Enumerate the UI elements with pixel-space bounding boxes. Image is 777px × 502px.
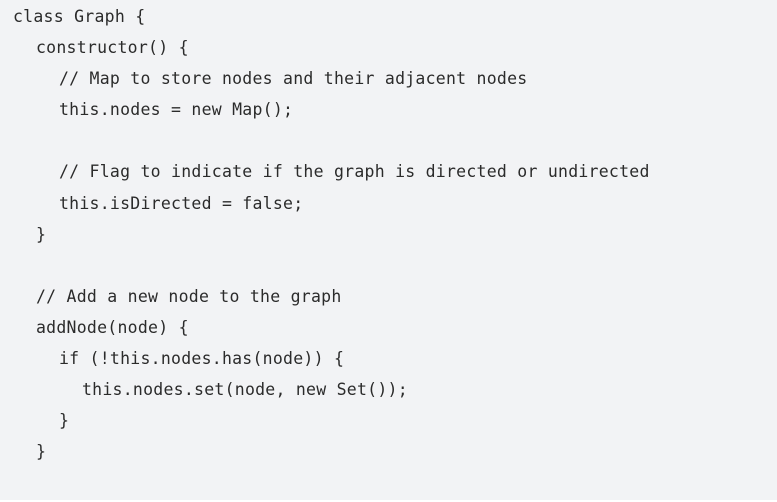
code-line: } <box>36 225 47 244</box>
code-line: this.nodes = new Map(); <box>59 100 294 119</box>
code-line: if (!this.nodes.has(node)) { <box>59 349 345 368</box>
code-line: } <box>59 411 70 430</box>
code-line: this.isDirected = false; <box>59 194 304 213</box>
code-line: // Add a new node to the graph <box>36 287 342 306</box>
code-line: addNode(node) { <box>36 318 189 337</box>
code-line: // Flag to indicate if the graph is dire… <box>59 162 650 181</box>
code-line: this.nodes.set(node, new Set()); <box>82 380 408 399</box>
code-line: class Graph { <box>13 7 146 26</box>
code-line: constructor() { <box>36 38 189 57</box>
code-line: } <box>36 442 47 461</box>
code-line: // Map to store nodes and their adjacent… <box>59 69 528 88</box>
